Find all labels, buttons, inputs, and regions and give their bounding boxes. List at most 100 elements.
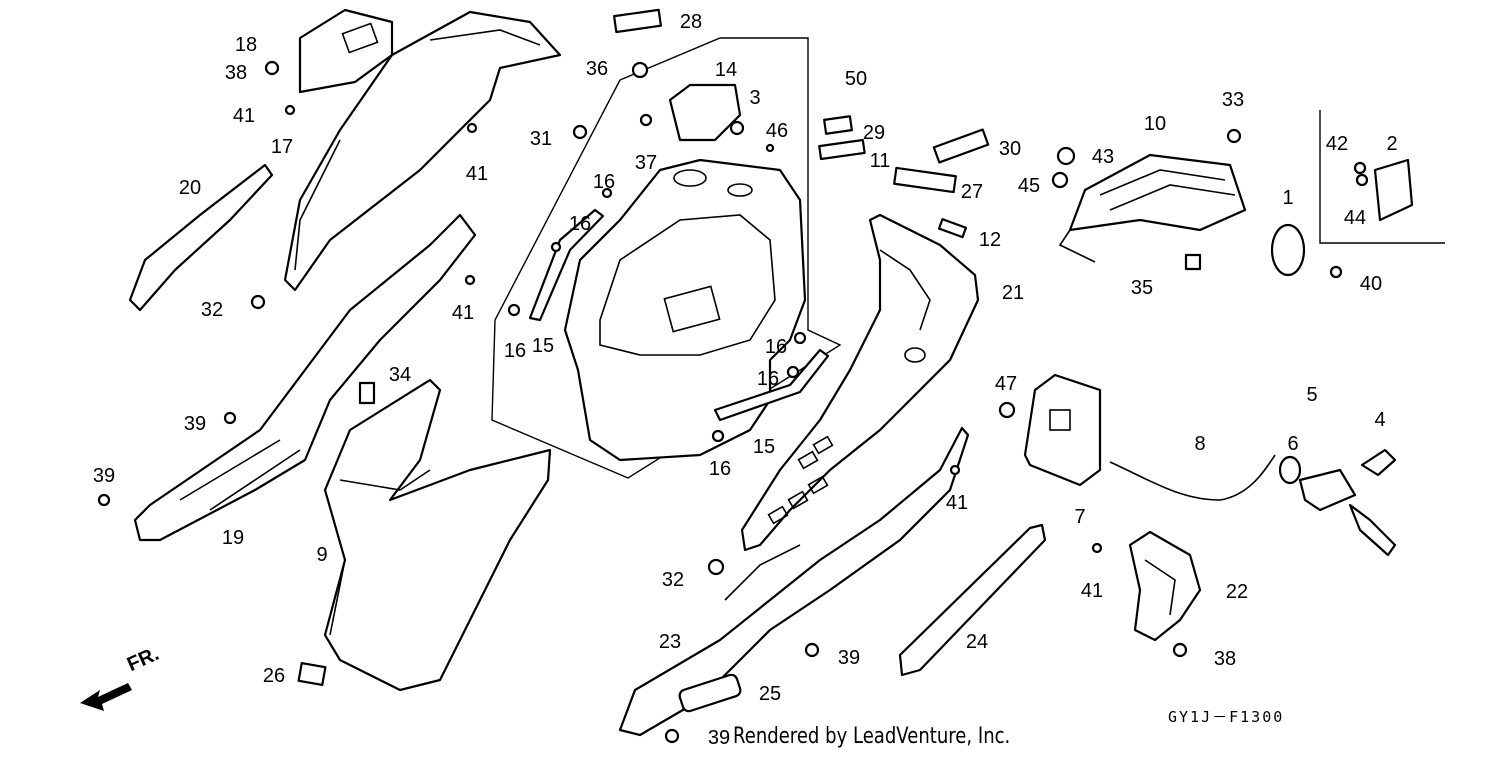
group-outline-carrier: [1319, 110, 1445, 244]
callout-40: 40: [1360, 273, 1382, 295]
callout-25: 25: [759, 683, 781, 705]
part-4-key: [1360, 448, 1397, 477]
callout-22: 22: [1226, 581, 1248, 603]
part-27-label: [893, 166, 957, 194]
part-19-step-cover: [133, 213, 477, 542]
part-4-key: [1348, 503, 1397, 557]
callout-10: 10: [1144, 113, 1166, 135]
callout-30: 30: [999, 138, 1021, 160]
part-30-label: [932, 128, 990, 164]
part-25-reflector: [678, 673, 742, 713]
callout-5: 5: [1306, 384, 1317, 406]
callout-29: 29: [863, 122, 885, 144]
callout-34: 34: [389, 364, 411, 386]
callout-18: 18: [235, 34, 257, 56]
callout-32: 32: [201, 299, 223, 321]
callout-39: 39: [838, 647, 860, 669]
part-28-label: [613, 8, 662, 34]
callout-6: 6: [1287, 433, 1298, 455]
callout-42: 42: [1326, 133, 1348, 155]
callout-11: 11: [870, 150, 891, 172]
part-10-carrier: [1068, 153, 1247, 232]
callout-44: 44: [1344, 207, 1366, 229]
callout-38: 38: [225, 62, 247, 84]
callout-36: 36: [586, 58, 608, 80]
front-arrow-icon: [80, 683, 132, 711]
part-34-clip: [358, 381, 376, 405]
callout-39: 39: [708, 727, 730, 749]
fasteners: [97, 60, 1369, 744]
part-9-inner-cover: [323, 378, 552, 692]
callout-46: 46: [766, 120, 788, 142]
callout-45: 45: [1018, 175, 1040, 197]
callout-20: 20: [179, 177, 201, 199]
callout-16: 16: [757, 368, 779, 390]
group-outline-50: [491, 37, 842, 479]
callout-4: 4: [1374, 409, 1385, 431]
callout-39: 39: [93, 465, 115, 487]
part-17-body-cover: [283, 10, 562, 292]
callout-21: 21: [1002, 282, 1024, 304]
part-20-side-strip: [128, 163, 274, 312]
callout-7: 7: [1074, 506, 1085, 528]
callout-1: 1: [1282, 187, 1293, 209]
callout-15: 15: [753, 436, 775, 458]
callout-16: 16: [569, 213, 591, 235]
callout-38: 38: [1214, 648, 1236, 670]
part-23-step-cover: [618, 426, 970, 737]
callout-50: 50: [845, 68, 867, 90]
callout-16: 16: [504, 340, 526, 362]
callout-19: 19: [222, 527, 244, 549]
part-14-hinge: [668, 83, 742, 142]
diagram-code: GY1J－F1300: [1168, 708, 1285, 726]
part-11-label: [818, 138, 866, 161]
part-21-louvers: [767, 435, 834, 525]
callout-17: 17: [271, 136, 293, 158]
callout-28: 28: [680, 11, 702, 33]
callout-2: 2: [1386, 133, 1397, 155]
part-5-lock: [1298, 468, 1357, 512]
callout-24: 24: [966, 631, 988, 653]
part-2-reflector: [1373, 158, 1414, 222]
part-26-label: [297, 661, 327, 687]
callout-23: 23: [659, 631, 681, 653]
callout-43: 43: [1092, 146, 1114, 168]
part-29-label: [823, 115, 853, 135]
callout-32: 32: [662, 569, 684, 591]
callout-41: 41: [1081, 580, 1103, 602]
callout-15: 15: [532, 335, 554, 357]
callout-9: 9: [316, 544, 327, 566]
callout-39: 39: [184, 413, 206, 435]
callout-3: 3: [749, 87, 760, 109]
callout-41: 41: [233, 105, 255, 127]
part-15-strip: [713, 348, 830, 422]
callout-16: 16: [593, 171, 615, 193]
callout-41: 41: [452, 302, 474, 324]
callout-33: 33: [1222, 89, 1244, 111]
part-1-reflector: [1270, 223, 1306, 277]
callout-41: 41: [466, 163, 488, 185]
part-24-strip: [898, 523, 1047, 677]
callout-37: 37: [635, 152, 657, 174]
part-35-clip: [1184, 253, 1202, 271]
part-luggage-box: [563, 158, 807, 462]
render-credit: Rendered by LeadVenture, Inc.: [733, 724, 1011, 749]
callout-16: 16: [765, 336, 787, 358]
callout-14: 14: [715, 59, 737, 81]
callout-8: 8: [1194, 433, 1205, 455]
part-21-rear-cover: [740, 213, 980, 552]
part-12-label: [937, 218, 968, 239]
part-22-tail-cover: [1128, 530, 1202, 642]
callout-26: 26: [263, 665, 285, 687]
callout-31: 31: [530, 128, 552, 150]
callout-35: 35: [1131, 277, 1153, 299]
part-15-strip: [528, 208, 605, 322]
callout-16: 16: [709, 458, 731, 480]
part-8-cable: [1109, 454, 1276, 501]
callout-27: 27: [961, 181, 983, 203]
callout-47: 47: [995, 373, 1017, 395]
callout-41: 41: [946, 492, 968, 514]
part-6-washer: [1278, 455, 1302, 485]
